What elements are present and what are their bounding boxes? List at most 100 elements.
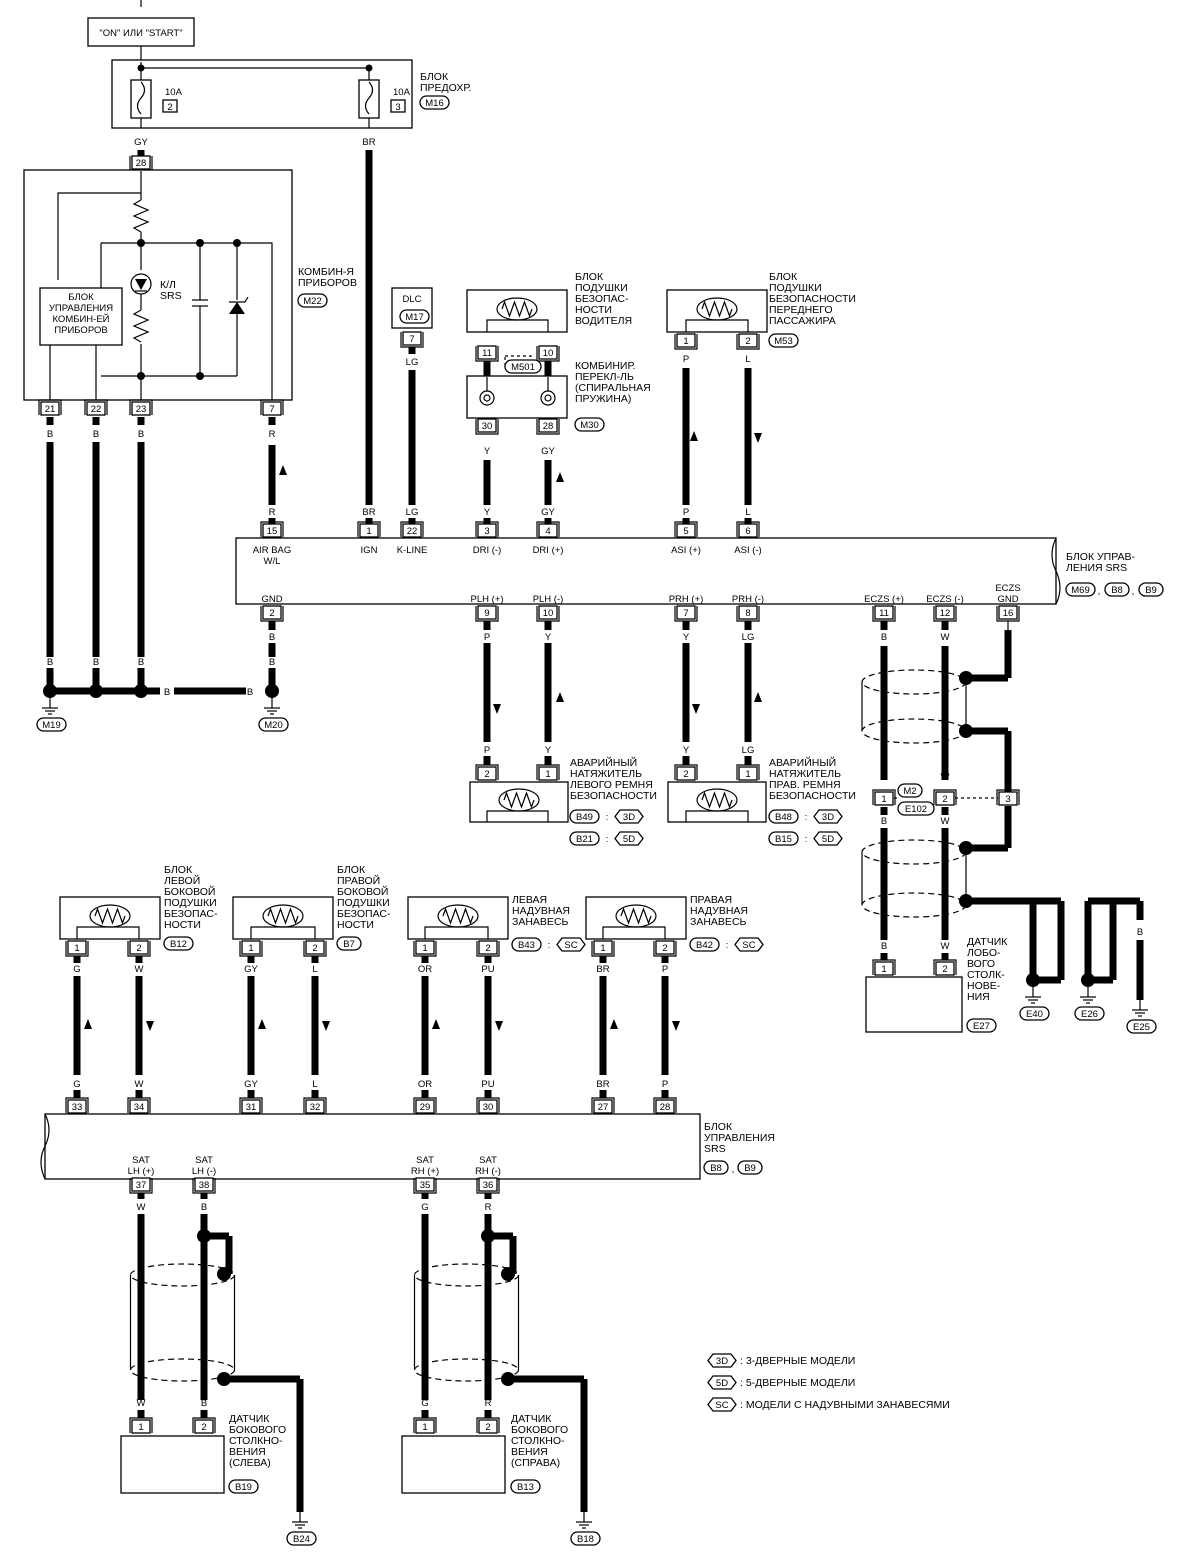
connector-pin: 3 [475,521,499,538]
pin-box [998,791,1018,806]
front-sensor-box [865,976,963,1033]
thin-line [458,926,489,939]
connector-id [1138,582,1164,597]
side-airbag-label: ЛЕВАЯ [512,894,547,906]
pin-box [305,940,325,955]
ground-e26 [1074,1006,1105,1021]
srs-control-unit-box [235,537,1057,605]
srs-pin-name: DRI (-) [473,545,502,556]
side-sensor-label: ВЕНИЯ [229,1446,266,1458]
separator: : [805,834,808,845]
pin-bracket [674,764,698,780]
connector-pin: 37 [129,1177,153,1194]
legend-text: : 3-ДВЕРНЫЕ МОДЕЛИ [740,1355,855,1367]
pin-bracket [536,419,560,435]
splice-dot [1026,973,1040,987]
side-sensor-label: СТОЛКНО- [229,1435,283,1447]
wire-color-label: LG [406,357,419,368]
srs-pin-name: SAT [195,1155,213,1166]
pin-number: 23 [136,404,147,415]
model-tag [734,937,764,952]
connector-id-text: E102 [905,804,927,815]
side-airbag-label: ПРАВАЯ [690,894,732,906]
combimeter-label: КОМБИН-Я [298,266,354,278]
wire-color-label: Y [545,632,552,643]
connector-pin: 2 [127,940,151,957]
pin-box [593,940,613,955]
wire-color-label: W [941,941,950,952]
connector-id-text: M69 [1071,585,1089,596]
passenger-airbag-box [666,289,768,333]
connector-pin: 1 [239,940,263,957]
side-airbag-box [585,896,687,940]
squib-resistor-icon [501,300,533,318]
fuse-rating: 10A [165,87,183,98]
pin-box [131,1177,151,1192]
pin-number: 2 [745,336,750,347]
thin-line [486,810,519,822]
combimeter-control-unit [39,287,123,346]
splice-dot [196,372,204,380]
connector-pin: 6 [736,521,760,538]
connector-pin: 2 [303,940,327,957]
connector-pin: 21 [38,399,62,416]
pin-number: 12 [940,608,951,619]
connector-id-text: B8 [1111,585,1123,596]
pin-number: 7 [269,404,274,415]
wire-color-label: B [1110,927,1116,938]
connector-pin: 2 [674,764,698,781]
splice-dot [365,64,373,72]
thin-line [685,319,717,332]
separator: : [805,812,808,823]
model-tag [614,831,644,846]
ground-e40 [1019,1006,1050,1021]
side-airbag-label: БЕЗОПАС- [164,908,218,920]
pin-bracket [736,521,760,537]
wire-color-label: W [135,1079,144,1090]
pin-number: 7 [409,334,414,345]
control-unit-label: УПРАВЛЕНИЯ [49,303,113,314]
side-sensor-label: ВЕНИЯ [511,1446,548,1458]
passenger-airbag-label: БЛОК [769,271,798,283]
separator: , [1132,586,1135,597]
wire-color-label: P [484,632,490,643]
legend-text: : 5-ДВЕРНЫЕ МОДЕЛИ [740,1377,855,1389]
srs-pin-name: RH (+) [411,1166,439,1177]
wire-color-label: P [662,1079,668,1090]
connector-id-text: B13 [517,1482,534,1493]
pin-number: 1 [745,769,750,780]
arrow-up-icon [556,472,564,482]
connector-id-text: B43 [518,940,535,951]
thin-line [636,926,666,939]
pin-box [478,1099,498,1114]
pin-box [262,605,282,620]
pin-box [477,605,497,620]
pretensioner-label: БЕЗОПАСНОСТИ [769,790,856,802]
pin-number: 2 [201,1422,206,1433]
pin-box [676,605,696,620]
wire-color-label: GY [541,507,555,518]
thin-line [76,926,110,939]
spiral-cable-label: (СПИРАЛЬНАЯ [575,382,651,394]
pin-box [738,605,758,620]
break-line [1051,537,1061,605]
connector-id-text: M501 [511,362,535,373]
pin-bracket [239,1097,263,1113]
wire-color-label: B [269,632,275,643]
pin-bracket [192,1417,216,1433]
wire-color-label: B [164,687,170,698]
connector-pin: 1 [357,521,381,538]
pin-bracket [476,1417,500,1433]
thin-line [519,810,549,822]
pretensioner-label: ПРАВ. РЕМНЯ [769,779,841,791]
wire-color-label: W [137,1202,146,1213]
connector-pin: 1 [536,764,560,781]
thin-line [283,926,316,939]
arrow-up-icon [754,692,762,702]
connector-id [737,1160,763,1175]
wire-color-label: P [683,354,689,365]
pin-bracket [476,1097,500,1113]
connector-pin: 3 [996,789,1020,806]
connector-pin: 9 [475,605,499,622]
